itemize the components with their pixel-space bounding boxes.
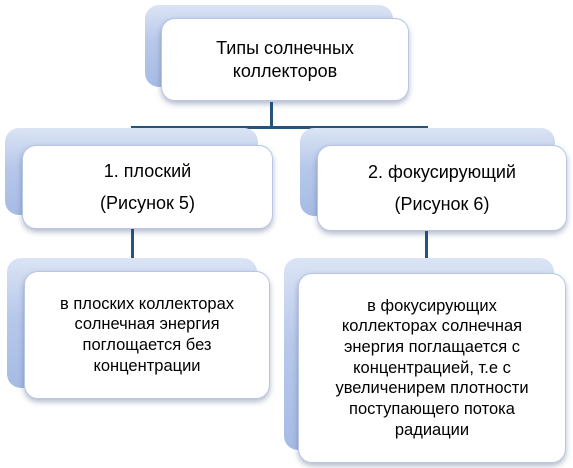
root-title-line-1: Типы солнечных bbox=[216, 38, 354, 58]
connector-left-desc bbox=[131, 228, 134, 272]
connector-horizontal bbox=[132, 126, 427, 129]
root-title-line-2: коллекторов bbox=[232, 60, 338, 81]
right-description-line-2: коллекторах солнечная bbox=[341, 317, 523, 336]
left-description-node: в плоских коллекторах солнечная энергия … bbox=[24, 271, 270, 399]
left-description-line-1: в плоских коллекторах bbox=[60, 294, 234, 313]
right-description-line-6: поступающего потока bbox=[349, 399, 515, 418]
right-category-subtitle: (Рисунок 6) bbox=[394, 194, 490, 214]
connector-root-down bbox=[270, 102, 273, 129]
right-category-title: 2. фокусирующий bbox=[368, 161, 516, 182]
left-category-title: 1. плоский bbox=[103, 160, 192, 181]
right-description-line-3: энергия поглащается с bbox=[344, 338, 520, 357]
right-description-line-1: в фокусирующих bbox=[367, 296, 497, 315]
right-description-node: в фокусирующих коллекторах солнечная эне… bbox=[298, 273, 566, 463]
right-description-line-5: увеличенирем плотности bbox=[335, 379, 529, 398]
left-description-line-3: поглощается без bbox=[82, 336, 212, 354]
left-category-subtitle: (Рисунок 5) bbox=[100, 193, 195, 213]
left-description-line-4: концентрации bbox=[93, 356, 201, 375]
right-description-line-4: концентрацией, т.е с bbox=[353, 358, 511, 377]
root-node: Типы солнечных коллекторов bbox=[161, 18, 409, 101]
connector-right-desc bbox=[425, 231, 428, 275]
right-description-line-7: радиации bbox=[394, 420, 470, 439]
left-description-line-2: солнечная энергия bbox=[74, 315, 220, 334]
left-category-node: 1. плоский (Рисунок 5) bbox=[22, 145, 273, 229]
right-category-node: 2. фокусирующий (Рисунок 6) bbox=[317, 145, 567, 231]
